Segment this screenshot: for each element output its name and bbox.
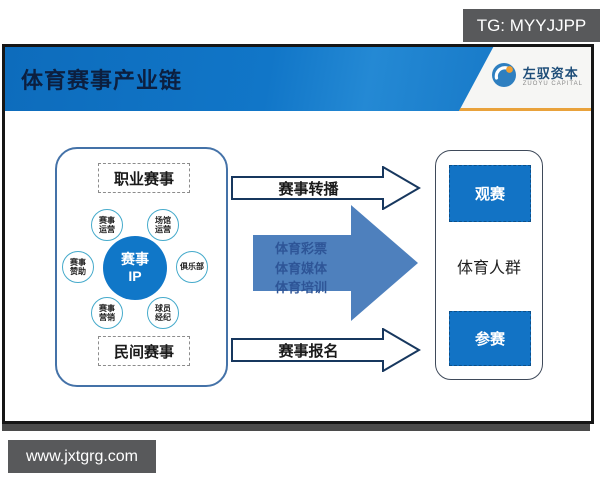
sports-population-label: 体育人群 — [456, 260, 521, 277]
satellite-player-agency: 球员 经纪 — [147, 297, 179, 329]
amateur-events-tag: 民间赛事 — [98, 336, 190, 366]
registration-flow-arrow: 赛事报名 — [231, 327, 421, 373]
derivatives-line-training: 体育培训 — [275, 280, 328, 295]
logo-text: 左驭资本 ZUOYU CAPITAL — [522, 66, 583, 88]
slide-frame: 体育赛事产业链 左驭资本 ZUOYU CAPITAL — [2, 44, 594, 424]
company-logo: 左驭资本 ZUOYU CAPITAL — [491, 62, 583, 93]
derivatives-line-lottery: 体育彩票 — [275, 241, 328, 256]
broadcast-flow-label: 赛事转播 — [278, 180, 339, 198]
watch-events-box: 观赛 — [449, 165, 531, 222]
satellite-event-operation: 赛事 运营 — [91, 209, 123, 241]
event-ip-core: 赛事 IP — [103, 236, 167, 300]
audience-panel: 观赛 体育人群 参赛 — [435, 150, 543, 380]
join-events-box: 参赛 — [449, 311, 531, 366]
satellite-event-marketing: 赛事 营销 — [91, 297, 123, 329]
logo-name: 左驭资本 — [522, 66, 579, 82]
events-panel: 职业赛事 赛事 IP 赛事 运营 场馆 运营 赛事 赞助 俱乐部 赛事 营销 球… — [55, 147, 228, 387]
logo-caption: ZUOYU CAPITAL — [522, 81, 583, 88]
satellite-venue-operation: 场馆 运营 — [147, 209, 179, 241]
broadcast-flow-arrow: 赛事转播 — [231, 165, 421, 211]
slide-body: 体育赛事产业链 左驭资本 ZUOYU CAPITAL — [5, 47, 591, 421]
title-banner: 体育赛事产业链 左驭资本 ZUOYU CAPITAL — [5, 47, 591, 111]
slide-shadow-bar — [2, 424, 590, 431]
tg-watermark-badge: TG: MYYJJPP — [463, 9, 600, 42]
professional-events-tag: 职业赛事 — [98, 163, 190, 193]
derivatives-flow-lines: 体育彩票 体育媒体 体育培训 — [275, 239, 327, 298]
logo-swoosh-icon — [491, 62, 517, 93]
derivatives-line-media: 体育媒体 — [275, 260, 328, 276]
page-title: 体育赛事产业链 — [21, 68, 183, 93]
satellite-event-sponsorship: 赛事 赞助 — [62, 251, 94, 283]
site-watermark-badge: www.jxtgrg.com — [8, 440, 156, 473]
satellite-club: 俱乐部 — [176, 251, 208, 283]
registration-flow-label: 赛事报名 — [278, 342, 339, 360]
derivatives-flow-arrow: 体育彩票 体育媒体 体育培训 — [253, 205, 418, 321]
